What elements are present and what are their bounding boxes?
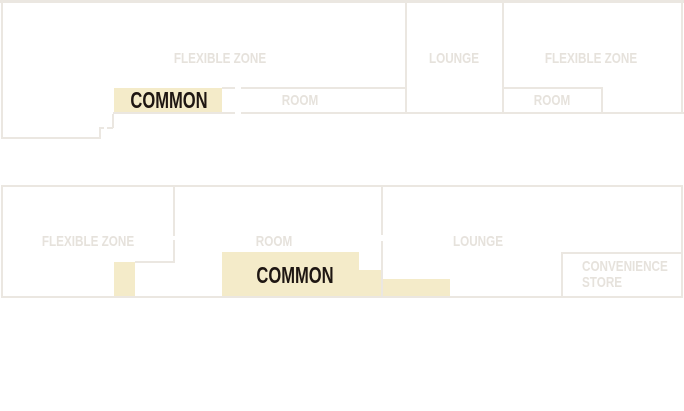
wall [405, 2, 407, 113]
wall [1, 185, 3, 298]
zone-label-common: COMMON [130, 87, 208, 113]
common-zone [114, 88, 222, 112]
wall [1, 185, 683, 187]
wall [222, 87, 235, 89]
zone-label-lounge: LOUNGE [428, 50, 480, 67]
zone-label-flexible: FLEXIBLE ZONE [173, 50, 267, 67]
wall [681, 185, 683, 298]
wall [1, 296, 683, 298]
common-zone [222, 252, 359, 296]
wall [381, 186, 383, 235]
wall [601, 87, 603, 113]
zone-label-lounge: LOUNGE [452, 233, 504, 250]
zone-label-room: ROOM [255, 233, 293, 250]
wall [173, 240, 175, 263]
zone-label-room: ROOM [281, 92, 319, 109]
zone-label-flexible: FLEXIBLE ZONE [544, 50, 638, 67]
common-zone [114, 262, 135, 296]
wall [381, 241, 383, 296]
zone-label-room: ROOM [533, 92, 571, 109]
wall [99, 127, 101, 138]
wall [502, 2, 504, 113]
wall [107, 127, 113, 129]
wall [113, 112, 684, 114]
door-gap [235, 86, 241, 116]
wall [503, 87, 603, 89]
wall [173, 186, 175, 236]
wall [561, 252, 563, 297]
wall [112, 114, 114, 128]
wall [681, 0, 683, 114]
wall [561, 252, 682, 254]
zone-label-common: COMMON [256, 262, 334, 288]
zone-label-flexible: FLEXIBLE ZONE [41, 233, 135, 250]
wall [241, 87, 407, 89]
wall [99, 127, 104, 129]
zone-label-line: CONVENIENCE [582, 258, 668, 275]
zone-label-line: STORE [582, 274, 623, 291]
wall [1, 137, 101, 139]
common-zone [359, 270, 382, 296]
wall [135, 261, 175, 263]
wall [0, 0, 684, 3]
common-zone [383, 279, 450, 296]
wall [1, 0, 3, 139]
zone-label-convenience-store: CONVENIENCE STORE [582, 259, 668, 291]
